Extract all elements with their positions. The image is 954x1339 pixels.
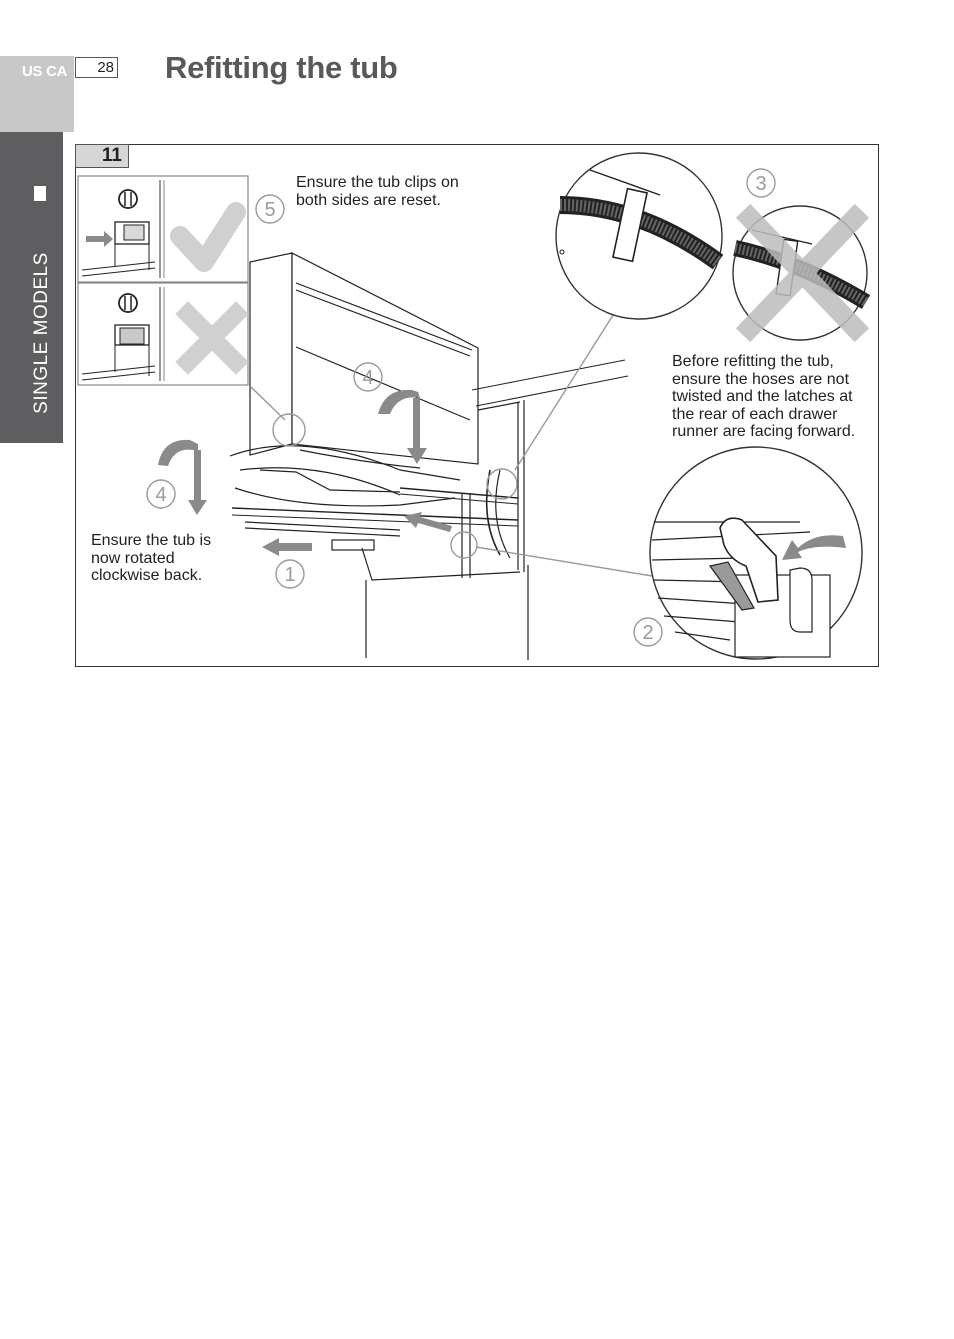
callout-2: 2: [642, 622, 653, 644]
callout-1: 1: [284, 564, 295, 586]
caption-tub-rotated: Ensure the tub is now rotated clockwise …: [91, 532, 212, 584]
region-label: US CA: [22, 63, 68, 80]
caption-clips-reset: Ensure the tub clips on both sides are r…: [296, 174, 459, 209]
inset-incorrect: [77, 282, 249, 386]
callout-4-tub: 4: [362, 367, 373, 389]
region-tab: [0, 56, 74, 132]
callout-3: 3: [755, 173, 766, 195]
checkmark-icon: [170, 202, 246, 272]
callout-circles: [146, 168, 776, 647]
tub-refit-illustration: 1 2 3 4 4 5: [77, 152, 871, 660]
page-number: 28: [75, 57, 118, 78]
leader-lines: [249, 311, 653, 577]
dishwasher-drawing: [229, 252, 629, 660]
figure-frame: [75, 144, 879, 667]
arrows: [158, 389, 452, 556]
caption-hoses-latches: Before refitting the tub, ensure the hos…: [672, 353, 856, 440]
section-side-tab: [0, 132, 63, 443]
cross-icon: [735, 203, 870, 343]
zoom-runner-latch: [649, 446, 863, 660]
callout-numbers: 1 2 3 4 4 5: [155, 173, 766, 644]
zoom-hose-incorrect: [732, 203, 871, 343]
inset-correct: [77, 175, 249, 283]
cross-icon: [175, 301, 249, 375]
page-title: Refitting the tub: [165, 50, 398, 85]
section-marker-icon: [34, 186, 46, 201]
callout-4-side: 4: [155, 484, 166, 506]
zoom-hose-correct: [555, 152, 724, 320]
step-number: 11: [75, 144, 129, 168]
callout-5: 5: [264, 199, 275, 221]
